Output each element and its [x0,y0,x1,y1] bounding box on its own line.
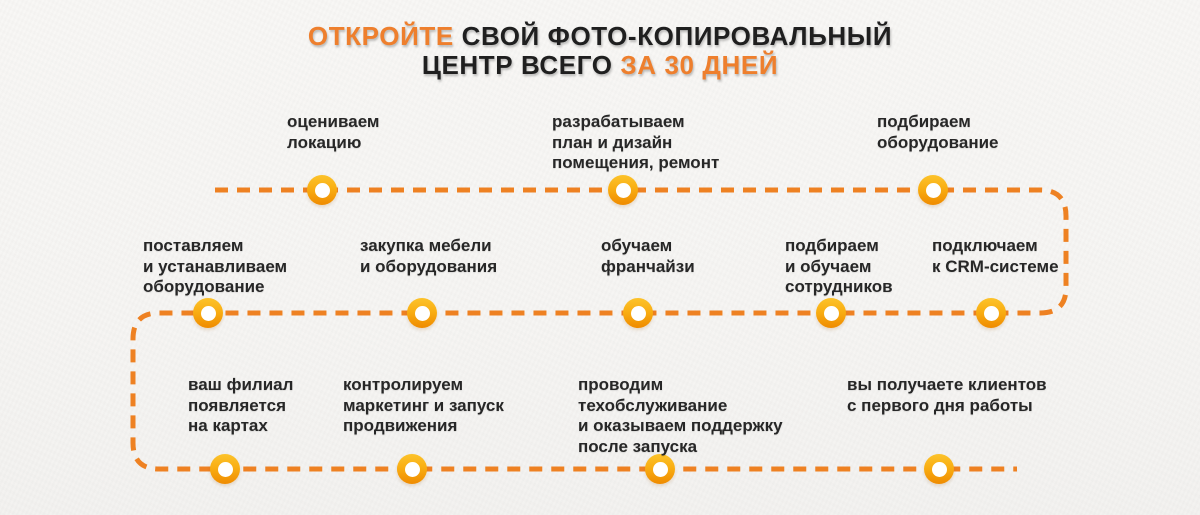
timeline-node [193,298,223,328]
step-label-marketing-launch: контролируем маркетинг и запуск продвиже… [343,375,504,435]
timeline-node [407,298,437,328]
step-label-purchase-furniture: закупка мебели и оборудования [360,236,498,276]
node-center [404,461,420,477]
timeline-node [397,454,427,484]
title-plain-1: СВОЙ ФОТО-КОПИРОВАЛЬНЫЙ [453,21,893,51]
step-label-plan-design: разрабатываем план и дизайн помещения, р… [552,112,720,172]
title-accent-2: ЗА 30 ДНЕЙ [620,50,779,80]
node-center [200,305,216,321]
step-label-branch-on-maps: ваш филиал появляется на картах [188,375,294,435]
timeline-node [816,298,846,328]
timeline-node [307,175,337,205]
step-label-assess-location: оцениваем локацию [287,112,380,152]
title-plain-2: ЦЕНТР ВСЕГО [421,50,621,80]
timeline-node [210,454,240,484]
node-center [217,461,233,477]
node-center [983,305,999,321]
node-center [931,461,947,477]
node-center [630,305,646,321]
step-label-train-franchisee: обучаем франчайзи [601,236,695,276]
timeline-node [918,175,948,205]
step-label-select-equipment: подбираем оборудование [877,112,999,152]
timeline-node [608,175,638,205]
step-label-connect-crm: подключаем к CRM-системе [932,236,1059,276]
step-label-clients-from-day-one: вы получаете клиентов с первого дня рабо… [847,375,1047,415]
timeline-node [976,298,1006,328]
step-label-install-equipment: поставляем и устанавливаем оборудование [143,236,288,296]
title-accent-1: ОТКРОЙТЕ [307,21,454,51]
node-center [615,182,631,198]
node-center [414,305,430,321]
timeline-node [924,454,954,484]
node-center [823,305,839,321]
timeline-node [645,454,675,484]
timeline-node [623,298,653,328]
step-label-maintenance-support: проводим техобслуживание и оказываем под… [578,375,783,456]
step-label-hire-train-staff: подбираем и обучаем сотрудников [785,236,893,296]
node-center [314,182,330,198]
node-center [652,461,668,477]
node-center [925,182,941,198]
